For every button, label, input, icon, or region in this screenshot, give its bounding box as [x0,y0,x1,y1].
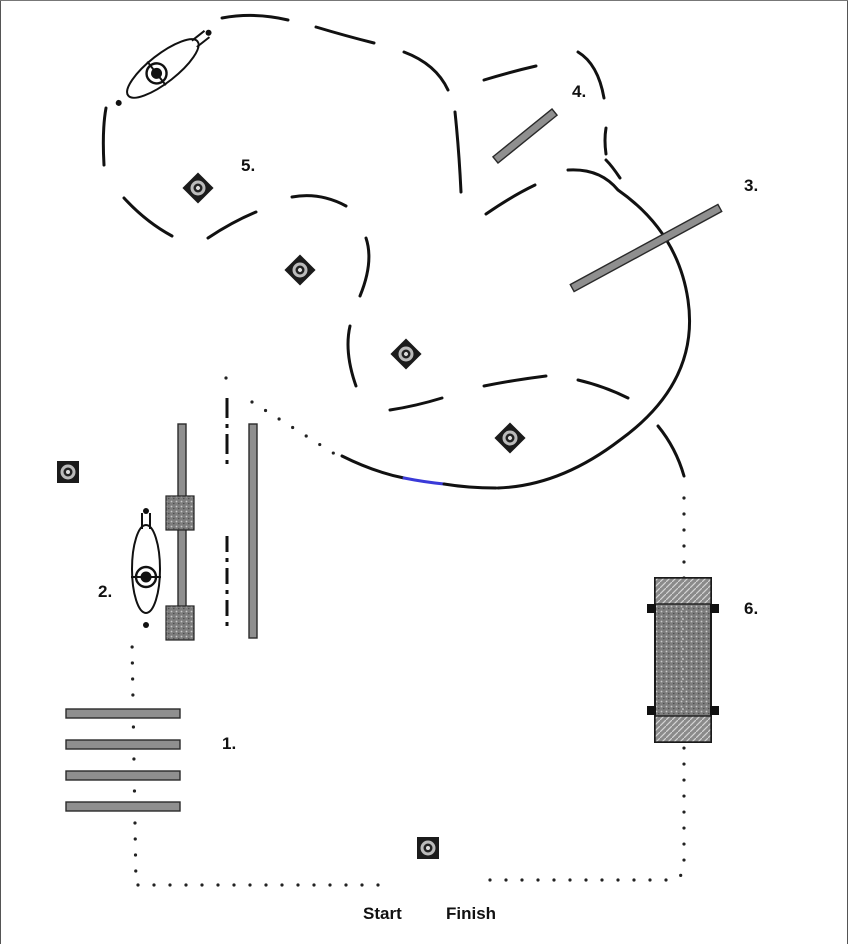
horse-and-rider-icon-top [115,29,212,106]
marker-cone-left [57,461,79,483]
marker-cone-3 [390,338,421,369]
marker-cone-2 [284,254,315,285]
trail-path [101,13,692,490]
marker-cone-1 [182,172,213,203]
finish-label: Finish [446,904,496,923]
obstacle-2-gate [165,398,258,641]
obstacle-4-pole [491,107,559,165]
obstacle-label-5: 5. [241,156,255,175]
dotted-path-start [130,638,380,887]
obstacle-label-4: 4. [572,82,586,101]
obstacle-label-2: 2. [98,582,112,601]
obstacle-label-1: 1. [222,734,236,753]
obstacle-6-platform [647,577,719,743]
marker-cone-bottom [417,837,439,859]
obstacle-1-ground-poles [65,708,181,812]
marker-cone-4 [494,422,525,453]
obstacle-label-6: 6. [744,599,758,618]
obstacle-label-3: 3. [744,176,758,195]
dotted-path-finish [488,480,686,882]
start-label: Start [363,904,402,923]
obstacle-3-pole [569,203,723,293]
horse-and-rider-icon [131,508,161,628]
dotted-path-connector [224,376,340,458]
